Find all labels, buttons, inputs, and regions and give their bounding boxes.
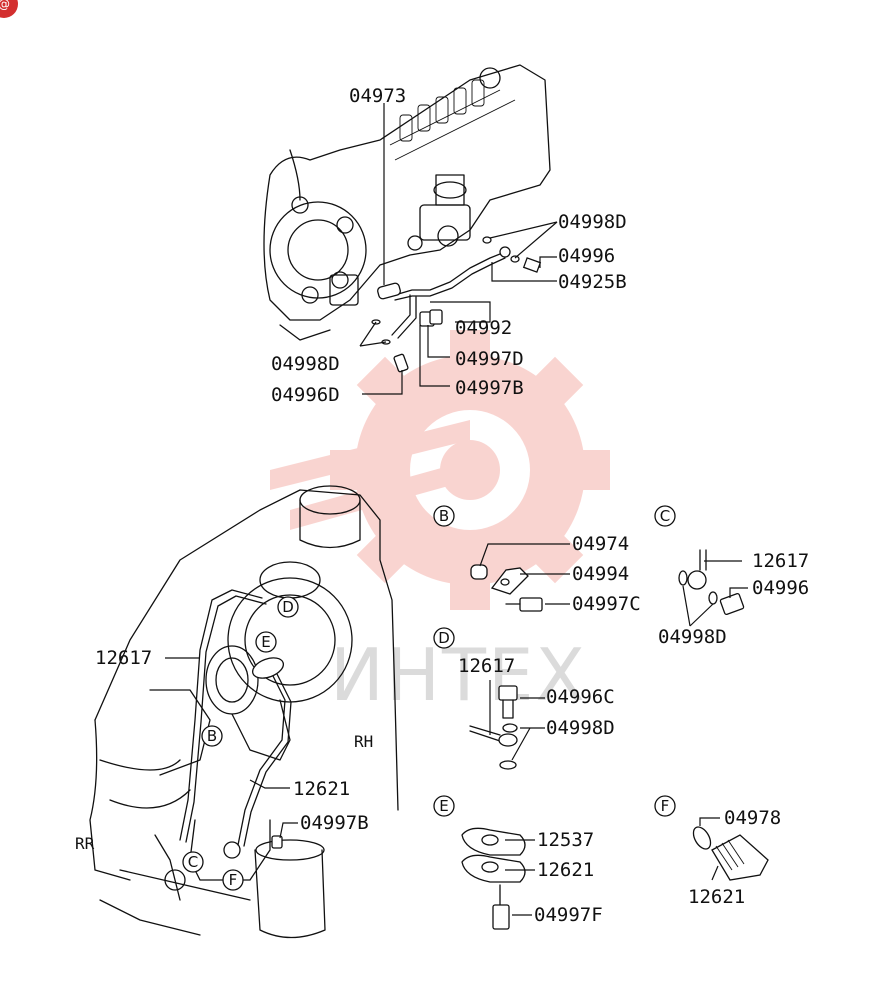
label-04997B-top: 04997B <box>455 377 524 399</box>
label-04996D: 04996D <box>271 384 340 406</box>
detail-B-marker <box>433 505 455 527</box>
label-04997C: 04997C <box>572 593 641 615</box>
label-12617-main: 12617 <box>95 647 152 669</box>
pipe-12617 <box>179 589 263 841</box>
label-12621-E: 12621 <box>537 859 594 881</box>
detail-E-title: E <box>439 797 448 815</box>
label-12621-F: 12621 <box>688 886 745 908</box>
brand-badge-symbol: @ <box>0 0 10 11</box>
callout-D-label: D <box>282 598 294 616</box>
callout-E-label: E <box>261 633 270 651</box>
callout-B[interactable] <box>201 725 223 747</box>
label-04996-top: 04996 <box>558 245 615 267</box>
pipe-12621 <box>237 669 286 846</box>
detail-E: E <box>433 795 535 930</box>
label-04998D-top-right: 04998D <box>558 211 627 233</box>
label-04996C: 04996C <box>546 686 615 708</box>
detail-F-title: F <box>661 797 670 815</box>
label-12537: 12537 <box>537 829 594 851</box>
callout-D[interactable] <box>277 596 299 618</box>
label-04925B: 04925B <box>558 271 627 293</box>
label-04997B-main: 04997B <box>300 812 369 834</box>
label-04997D: 04997D <box>455 348 524 370</box>
detail-C-title: C <box>660 507 670 525</box>
label-04992: 04992 <box>455 317 512 339</box>
label-04974: 04974 <box>572 533 629 555</box>
label-04998D-top-left: 04998D <box>271 353 340 375</box>
label-12617-D: 12617 <box>458 655 515 677</box>
callout-F-label: F <box>229 871 238 889</box>
label-04998D-C: 04998D <box>658 626 727 648</box>
callout-C[interactable] <box>182 851 204 873</box>
detail-F: F <box>654 795 769 881</box>
watermark-text: ИНТЕХ <box>330 633 587 717</box>
detail-C-marker <box>654 505 676 527</box>
callout-C-label: C <box>188 853 198 871</box>
label-04997F: 04997F <box>534 904 603 926</box>
label-04973: 04973 <box>349 85 406 107</box>
label-04998D-D: 04998D <box>546 717 615 739</box>
label-04994: 04994 <box>572 563 629 585</box>
detail-D-title: D <box>438 629 450 647</box>
label-04978: 04978 <box>724 807 781 829</box>
brand-badge-icon <box>0 0 18 18</box>
oil-pipe-drawing <box>371 236 542 373</box>
detail-E-marker <box>433 795 455 817</box>
clamp-04973 <box>377 282 401 300</box>
label-RH: RH <box>354 732 373 751</box>
detail-D-marker <box>433 627 455 649</box>
detail-B-title: B <box>439 507 449 525</box>
callout-E[interactable] <box>255 631 277 653</box>
detail-D: D <box>433 627 545 770</box>
label-04996-C: 04996 <box>752 577 809 599</box>
label-12617-C: 12617 <box>752 550 809 572</box>
detail-F-marker <box>654 795 676 817</box>
detail-B: B <box>433 505 570 612</box>
injection-pump-drawing <box>263 64 551 341</box>
detail-C: C <box>654 505 748 627</box>
callout-B-label: B <box>207 727 217 745</box>
callout-F[interactable] <box>222 869 244 891</box>
part-labels: 04973 04998D 04996 04925B 04992 04998D 0… <box>75 85 809 926</box>
label-RR: RR <box>75 834 95 853</box>
label-12621-main: 12621 <box>293 778 350 800</box>
callouts-main: D E B C F <box>182 596 299 891</box>
